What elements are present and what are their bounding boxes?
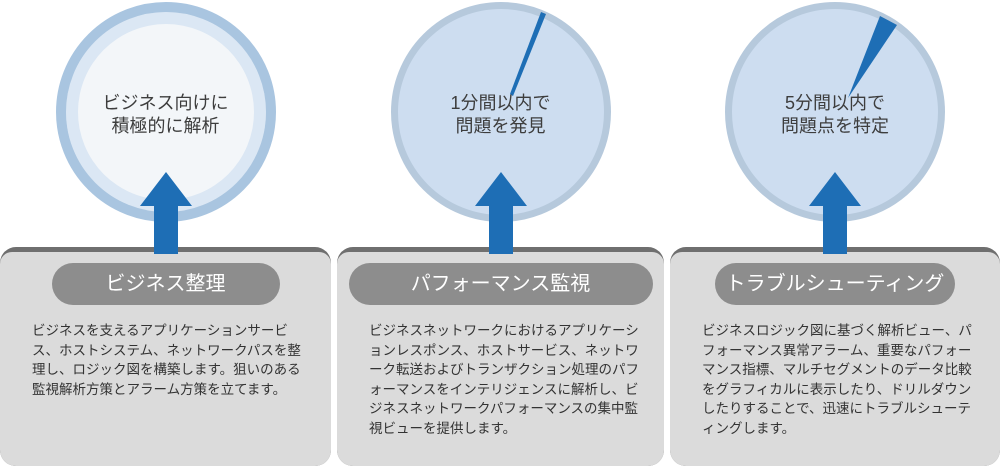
gauge-label-line2: 積極的に解析 xyxy=(111,116,220,136)
column-troubleshooting: 5分間以内で 問題点を特定 トラブルシューティング ビジネスロジック図に基づく解… xyxy=(670,0,1000,468)
card-description: ビジネスを支えるアプリケーションサービス、ホストシステム、ネットワークパスを整理… xyxy=(32,323,301,397)
clock-hand-icon xyxy=(509,12,546,96)
column-performance-monitoring: 1分間以内で 問題を発見 パフォーマンス監視 ビジネスネットワークにおけるアプリ… xyxy=(337,0,664,468)
feature-card: パフォーマンス監視 ビジネスネットワークにおけるアプリケーションレスポンス、ホス… xyxy=(337,247,664,466)
card-description: ビジネスロジック図に基づく解析ビュー、パフォーマンス異常アラーム、重要なパフォー… xyxy=(702,323,972,436)
card-description: ビジネスネットワークにおけるアプリケーションレスポンス、ホストサービス、ネットワ… xyxy=(369,323,639,436)
card-title-pill: ビジネス整理 xyxy=(51,263,280,305)
gauge-label: 1分間以内で 問題を発見 xyxy=(398,9,604,215)
card-title-pill: トラブルシューティング xyxy=(715,263,955,305)
up-arrow-icon xyxy=(139,172,192,254)
gauge-circle: 1分間以内で 問題を発見 xyxy=(390,2,611,222)
card-title-pill: パフォーマンス監視 xyxy=(348,263,653,305)
card-title: パフォーマンス監視 xyxy=(410,273,591,295)
up-arrow-icon xyxy=(474,172,527,254)
gauge-label: 5分間以内で 問題点を特定 xyxy=(732,9,938,215)
card-title: トラブルシューティング xyxy=(725,273,945,295)
gauge-label-line1: ビジネス向けに xyxy=(102,93,229,113)
feature-card: ビジネス整理 ビジネスを支えるアプリケーションサービス、ホストシステム、ネットワ… xyxy=(0,247,331,466)
gauge-label-line2: 問題を発見 xyxy=(455,116,546,136)
card-title: ビジネス整理 xyxy=(105,273,226,295)
column-business-organization: ビジネス向けに 積極的に解析 ビジネス整理 ビジネスを支えるアプリケーションサー… xyxy=(0,0,331,468)
up-arrow-icon xyxy=(809,172,861,254)
gauge-label-line1: 1分間以内で xyxy=(450,93,551,113)
feature-card: トラブルシューティング ビジネスロジック図に基づく解析ビュー、パフォーマンス異常… xyxy=(670,247,1000,466)
gauge-label: ビジネス向けに 積極的に解析 xyxy=(66,12,266,212)
gauge-label-line2: 問題点を特定 xyxy=(781,116,889,136)
gauge-label-line1: 5分間以内で xyxy=(784,93,885,113)
clock-hand-icon xyxy=(848,16,897,98)
